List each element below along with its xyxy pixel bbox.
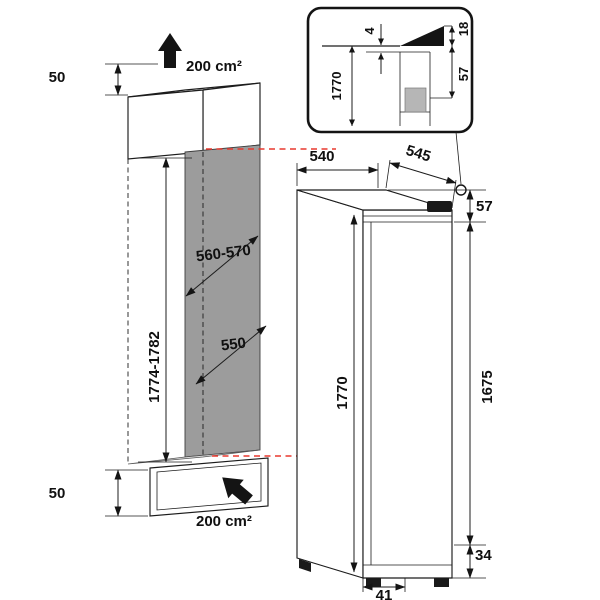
niche-cabinet [127,82,269,517]
dim-line-niche-depth [195,325,267,385]
label-bottom-vent-area: 200 cm² [196,513,252,530]
airflow-arrows [158,33,253,505]
label-door-height: 1675 [479,370,496,403]
inset-hinge-block [404,87,427,113]
dim-line-depth [389,162,457,184]
inset-frame [306,6,474,134]
label-foot-setback: 41 [376,587,393,600]
airflow-bottom-arrow-icon [222,477,253,505]
label-appliance-width: 540 [309,148,334,165]
fridge-dimensions: 540 545 57 1675 34 1770 41 [296,142,496,600]
fridge-body [296,189,453,587]
ext-line [385,159,391,189]
front-foot-left [366,578,381,587]
niche-top-side-face [202,82,261,153]
niche-dimensions: 50 200 cm² 1774-1782 560-570 550 50 200 … [49,58,267,530]
base-frame-outer [149,457,269,517]
label-bottom-gap: 34 [475,547,492,564]
label-inset-vent: 18 [456,22,471,36]
door-handle [427,201,452,212]
fridge-front-face [362,209,453,579]
inset-vent-wedge [400,26,444,46]
rear-foot [299,559,311,572]
label-inset-gap: 4 [362,27,377,35]
detail-inset: 4 18 57 1770 [306,6,474,196]
ext-line [451,179,457,209]
dim-line-niche-width [185,235,259,297]
label-inset-height: 1770 [329,72,344,101]
label-top-clearance: 50 [49,69,66,86]
niche-top-front-face [127,89,204,160]
detail-marker-circle [455,184,467,196]
base-frame-inner [156,462,262,511]
label-top-gap: 57 [476,198,493,215]
airflow-up-arrow-icon [158,33,182,68]
label-top-vent-area: 200 cm² [186,58,242,75]
label-niche-height: 1774-1782 [146,331,163,403]
inset-leader-line [455,131,462,185]
label-appliance-height: 1770 [334,376,351,409]
label-bottom-clearance: 50 [49,485,66,502]
label-inset-top-section: 57 [456,67,471,81]
front-foot-right [434,578,449,587]
label-appliance-depth: 545 [404,142,433,166]
alignment-lines [206,148,362,457]
label-niche-depth: 550 [220,335,247,355]
label-niche-width: 560-570 [195,242,252,266]
fridge-side-face [296,189,364,579]
niche-back-panel [184,144,261,458]
